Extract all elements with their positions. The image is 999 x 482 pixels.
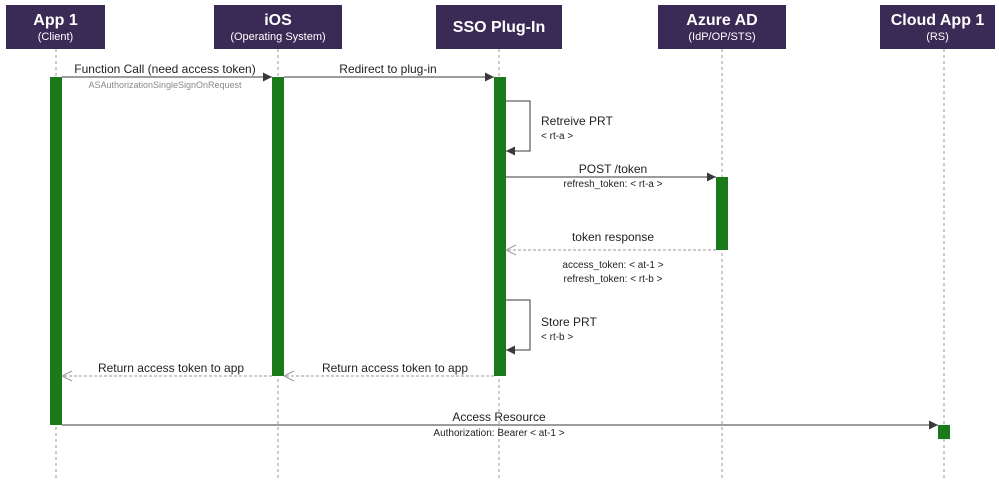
message-function-call: Function Call (need access token) ASAuth… <box>62 62 272 90</box>
participant-app1-name: App 1 <box>33 11 78 29</box>
message-access-resource-label: Access Resource <box>452 410 546 424</box>
participant-azure-ad: Azure AD (IdP/OP/STS) <box>658 5 786 49</box>
message-retrieve-prt: Retreive PRT < rt-a > <box>506 100 613 156</box>
message-retrieve-prt-label: Retreive PRT <box>541 114 613 128</box>
participant-ios: iOS (Operating System) <box>214 5 342 49</box>
message-return-sso-to-ios-arrowhead <box>282 370 295 382</box>
message-retrieve-prt-arrow <box>506 100 531 156</box>
participant-ios-name: iOS <box>264 11 292 29</box>
message-store-prt-label: Store PRT <box>541 315 597 329</box>
message-return-ios-to-app1-label: Return access token to app <box>98 361 244 375</box>
message-access-resource-sub: Authorization: Bearer < at-1 > <box>433 428 564 439</box>
message-function-call-hint: ASAuthorizationSingleSignOnRequest <box>88 80 242 90</box>
message-redirect: Redirect to plug-in <box>284 62 494 82</box>
message-store-prt-sub: < rt-b > <box>541 332 573 343</box>
participant-azure-ad-subtitle: (IdP/OP/STS) <box>688 30 756 43</box>
message-token-response-label: token response <box>572 230 654 244</box>
message-store-prt-arrow <box>506 299 531 355</box>
message-store-prt: Store PRT < rt-b > <box>506 299 597 355</box>
message-return-ios-to-app1-arrowhead <box>60 370 73 382</box>
message-return-sso-to-ios: Return access token to app <box>282 361 494 382</box>
message-post-token-sub: refresh_token: < rt-a > <box>564 179 663 190</box>
message-token-response-sub-refresh: refresh_token: < rt-b > <box>564 274 663 285</box>
activation-ios <box>272 77 284 376</box>
activation-cloud-app1 <box>938 425 950 439</box>
message-return-sso-to-ios-label: Return access token to app <box>322 361 468 375</box>
message-post-token: POST /token refresh_token: < rt-a > <box>506 162 716 190</box>
participant-sso-plugin: SSO Plug-In <box>436 5 562 49</box>
activation-sso-plugin <box>494 77 506 376</box>
participant-cloud-app1-name: Cloud App 1 <box>890 11 985 29</box>
participant-cloud-app1-subtitle: (RS) <box>926 30 949 43</box>
participant-app1-subtitle: (Client) <box>37 30 74 43</box>
message-token-response-arrowhead <box>504 244 517 256</box>
message-redirect-label: Redirect to plug-in <box>339 62 436 76</box>
message-token-response: token response access_token: < at-1 > re… <box>504 230 716 285</box>
participant-azure-ad-name: Azure AD <box>686 11 758 29</box>
activation-app1 <box>50 77 62 425</box>
message-return-ios-to-app1: Return access token to app <box>60 361 272 382</box>
message-token-response-sub-access: access_token: < at-1 > <box>562 260 663 271</box>
participant-app1: App 1 (Client) <box>6 5 105 49</box>
message-post-token-label: POST /token <box>579 162 647 176</box>
message-retrieve-prt-sub: < rt-a > <box>541 131 573 142</box>
participant-cloud-app1: Cloud App 1 (RS) <box>880 5 995 49</box>
message-access-resource: Access Resource Authorization: Bearer < … <box>62 410 938 439</box>
participant-sso-plugin-name: SSO Plug-In <box>452 18 546 36</box>
activation-azure-ad <box>716 177 728 250</box>
participant-ios-subtitle: (Operating System) <box>230 30 326 43</box>
message-function-call-label: Function Call (need access token) <box>74 62 255 76</box>
